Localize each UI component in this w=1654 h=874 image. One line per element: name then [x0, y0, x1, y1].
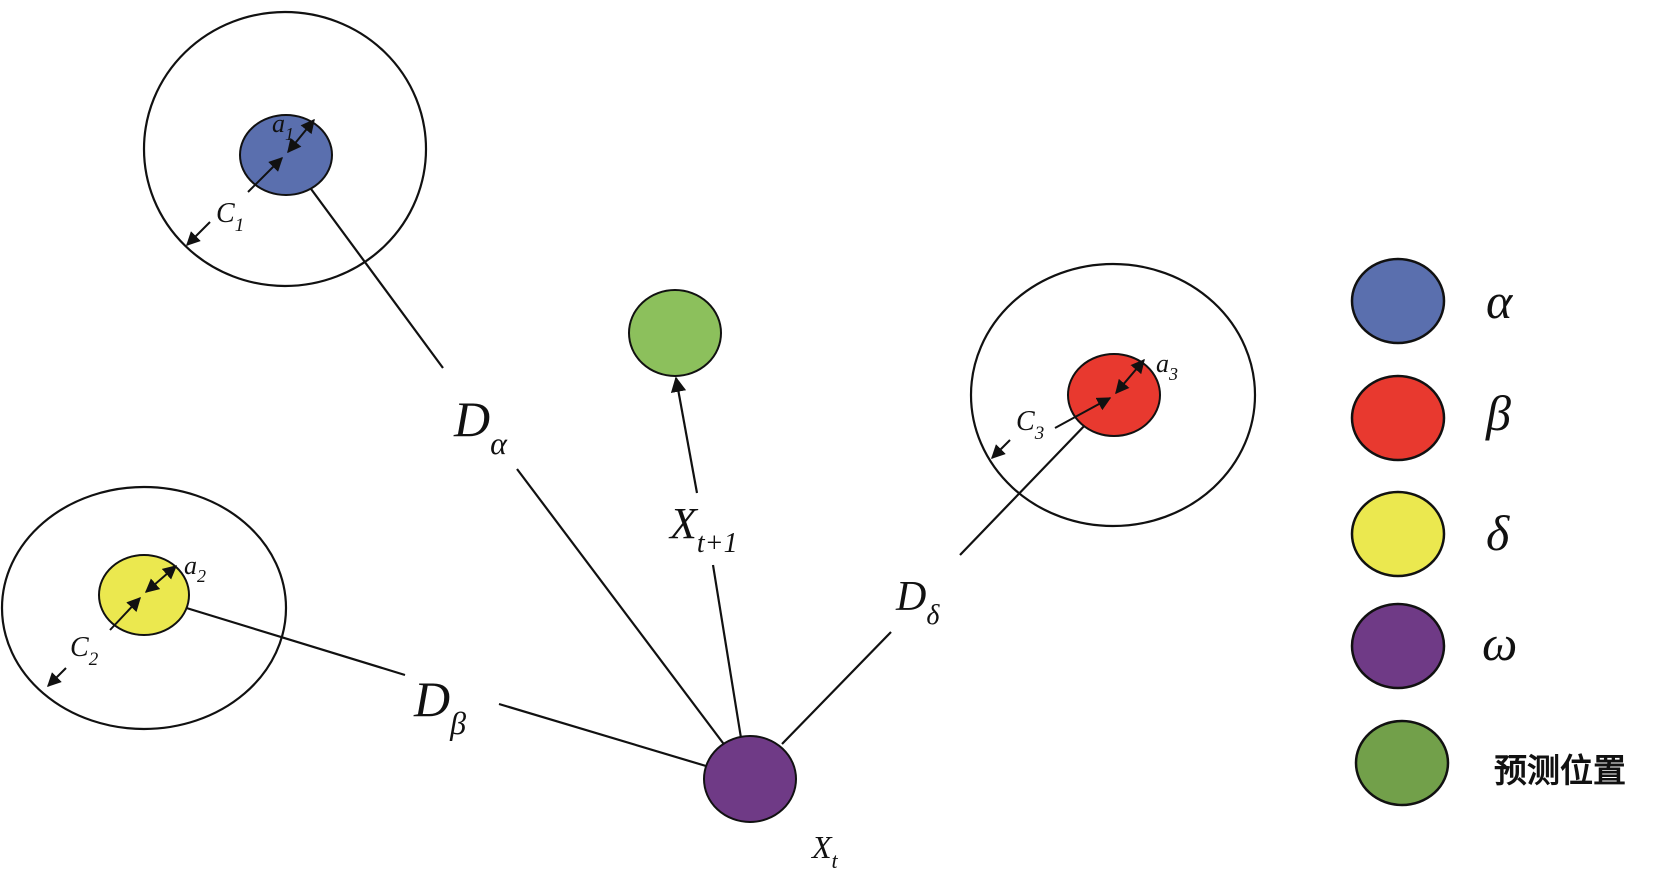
c1-arrow-edge — [186, 221, 211, 246]
omega-wolf-xt — [703, 735, 797, 823]
label-a3: a3 — [1156, 349, 1178, 384]
delta-outer-circle — [0, 485, 288, 731]
predicted-position — [628, 289, 722, 377]
label-a2: a2 — [184, 551, 206, 586]
x-t1-line-lower — [711, 564, 743, 739]
label-c2: C2 — [70, 632, 99, 670]
c3-arrow-center — [1054, 397, 1112, 429]
legend-swatch-predicted — [1354, 719, 1450, 807]
legend-swatch-delta — [1350, 490, 1446, 578]
legend-label-delta: δ — [1486, 505, 1510, 561]
label-d-beta: Dβ — [413, 671, 466, 741]
legend-swatch-beta — [1350, 374, 1446, 462]
label-x-t: Xt — [810, 829, 839, 873]
legend-swatch-omega — [1350, 602, 1446, 690]
a2-arrow — [144, 565, 178, 593]
a3-arrow — [1115, 358, 1145, 395]
c2-arrow-edge — [47, 667, 67, 687]
legend-swatch-alpha — [1350, 257, 1446, 345]
label-x-t1: Xt+1 — [668, 499, 738, 559]
d-alpha-line-lower — [516, 468, 727, 748]
label-d-delta: Dδ — [895, 574, 940, 631]
beta-wolf — [1067, 353, 1161, 437]
alpha-outer-circle — [142, 10, 428, 288]
label-d-alpha: Dα — [453, 391, 508, 461]
a1-arrow — [287, 118, 315, 154]
legend: α β δ ω 预测位置 — [1350, 257, 1626, 807]
d-beta-line-lower — [498, 702, 707, 768]
legend-label-predicted: 预测位置 — [1494, 751, 1626, 790]
label-a1: a1 — [272, 109, 294, 144]
c1-arrow-center — [247, 157, 283, 193]
beta-outer-circle — [969, 262, 1257, 528]
legend-label-beta: β — [1485, 385, 1511, 441]
label-c1: C1 — [216, 198, 244, 236]
d-delta-line-lower — [781, 631, 892, 745]
c2-arrow-center — [109, 596, 141, 631]
label-c3: C3 — [1016, 406, 1044, 444]
c3-arrow-edge — [991, 439, 1011, 459]
x-t1-arrow — [670, 376, 699, 494]
legend-label-alpha: α — [1486, 273, 1514, 329]
legend-label-omega: ω — [1482, 615, 1517, 671]
